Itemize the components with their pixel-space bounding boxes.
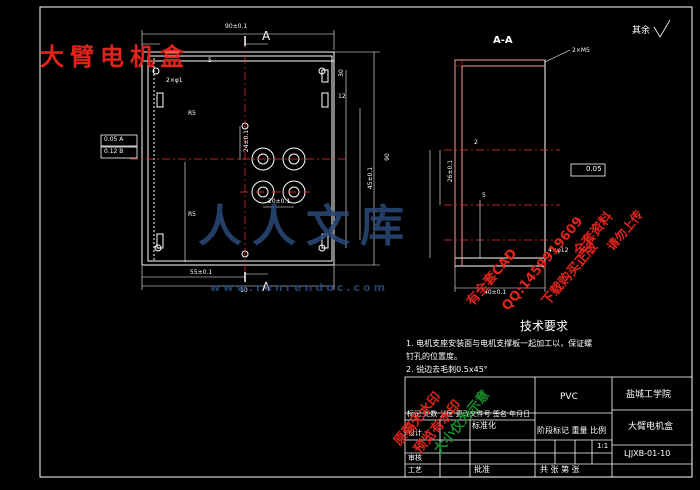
dim-height-90: 90 [383, 153, 391, 161]
dim-r5-bottom: R5 [188, 211, 196, 218]
tech-req-line3: 2. 锐边去毛刺0.5x45° [406, 365, 488, 374]
section-dim-2: 2 [474, 139, 478, 146]
tech-req-line2: 钉孔的位置度。 [406, 352, 462, 361]
dim-bottom-10: 10 [240, 287, 248, 294]
section-marker-top: A [262, 29, 271, 43]
flatness-value: 0.05 [586, 165, 602, 173]
tolerance-text-2: 0.12 B [104, 148, 124, 155]
dim-bottom-55: 55±0.1 [190, 269, 213, 276]
tb-revision-row: 标记 处数 分区 更改文件号 签名 年月日 [407, 410, 531, 418]
site-watermark-en: www.renrendoc.com [210, 281, 389, 294]
section-dim-holes: 4×φ12 [548, 247, 569, 254]
scale: 1:1 [597, 442, 609, 450]
dim-right-12: 12 [338, 93, 346, 100]
section-title: A-A [493, 35, 513, 46]
title-block [404, 376, 693, 478]
school-name: 盐城工学院 [626, 390, 672, 400]
dim-mid-20: 20±0.1 [268, 198, 291, 205]
flatness-frame [570, 163, 606, 177]
dim-hole-dia: 2×φ1 [166, 77, 183, 84]
sheet-border [39, 6, 693, 478]
drawing-number: LJJXB-01-10 [624, 449, 671, 458]
dim-r5-top: R5 [188, 110, 196, 117]
tb-approve: 批准 [474, 465, 490, 474]
section-centerlines [444, 149, 560, 241]
tb-craft: 工艺 [408, 466, 422, 474]
tolerance-frame-2 [100, 146, 138, 159]
section-dim-26: 26±0.1 [447, 159, 455, 183]
section-dimensions [429, 49, 571, 292]
tolerance-text-1: 0.05 A [104, 136, 124, 143]
front-dimensions [141, 30, 380, 290]
tb-design: 设计 [408, 429, 422, 437]
dim-top-width: 90±0.1 [225, 23, 248, 30]
dim-right-30: 30 [337, 69, 345, 77]
roughness-note: 其余 [632, 26, 651, 36]
section-dim-chamfer: 2×M5 [572, 47, 590, 54]
section-hatch [454, 59, 545, 266]
section-view [454, 59, 546, 267]
part-name: 大臂电机盒 [628, 422, 674, 432]
tech-req-title: 技术要求 [520, 319, 569, 333]
front-centerlines [130, 40, 345, 276]
tech-req-line1: 1. 电机支座安装面与电机支撑板一起加工以，保证螺 [406, 339, 593, 348]
dim-mid-45: 45±0.1 [367, 166, 375, 190]
dim-center-24: 24±0.1 [243, 129, 251, 153]
section-marker-bottom: A [262, 280, 271, 294]
section-dim-40: 40±0.1 [484, 289, 507, 296]
section-dim-5: 5 [482, 192, 486, 199]
tb-sheets: 共 张 第 张 [540, 465, 580, 474]
logo-watermark: 大臂电机盒 [40, 43, 190, 71]
dim-top-small: 5 [208, 57, 212, 64]
roughness-symbol [653, 19, 671, 38]
tb-check: 审核 [408, 454, 422, 462]
tb-standard: 标准化 [472, 421, 496, 430]
tb-stage: 阶段标记 重量 比例 [537, 426, 607, 435]
site-watermark-cn: 人人文库 [198, 201, 414, 252]
material: PVC [560, 392, 578, 402]
tolerance-frame-1 [100, 134, 138, 147]
